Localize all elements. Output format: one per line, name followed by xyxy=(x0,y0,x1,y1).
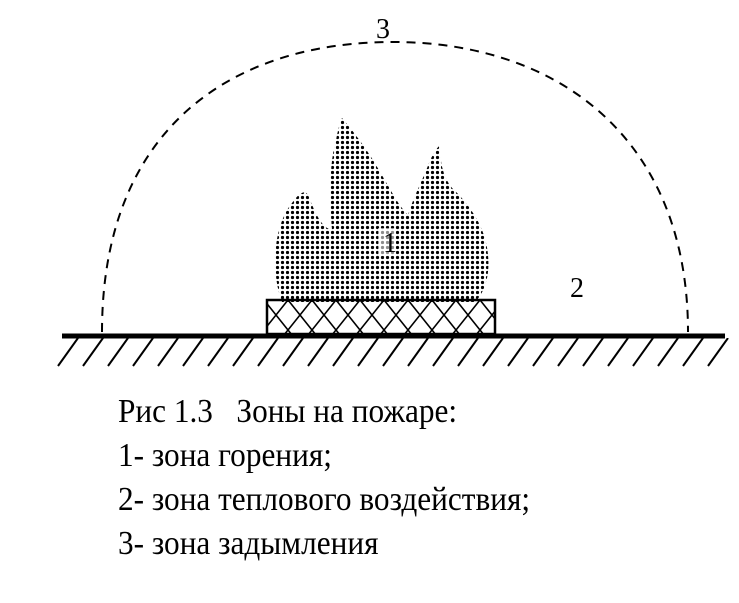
caption-item: 3- зона задымления xyxy=(118,525,379,562)
fuel-bed xyxy=(265,298,497,336)
smoke-zone-boundary xyxy=(101,40,689,333)
caption-item: 2- зона теплового воздействия; xyxy=(118,481,531,518)
zone-label-combustion: 1 xyxy=(383,228,397,259)
caption-item: 1- зона горения; xyxy=(118,437,332,474)
zone-label-heat: 2 xyxy=(570,273,584,304)
zone-label-smoke: 3 xyxy=(376,14,390,45)
figure-caption: Рис 1.3 Зоны на пожаре: 1- зона горения;… xyxy=(118,390,530,566)
ground-hatching xyxy=(57,338,729,367)
flame-shape xyxy=(275,118,489,302)
fire-zones-diagram: 1 2 3 xyxy=(57,14,729,367)
caption-title: Рис 1.3 Зоны на пожаре: xyxy=(118,393,458,430)
